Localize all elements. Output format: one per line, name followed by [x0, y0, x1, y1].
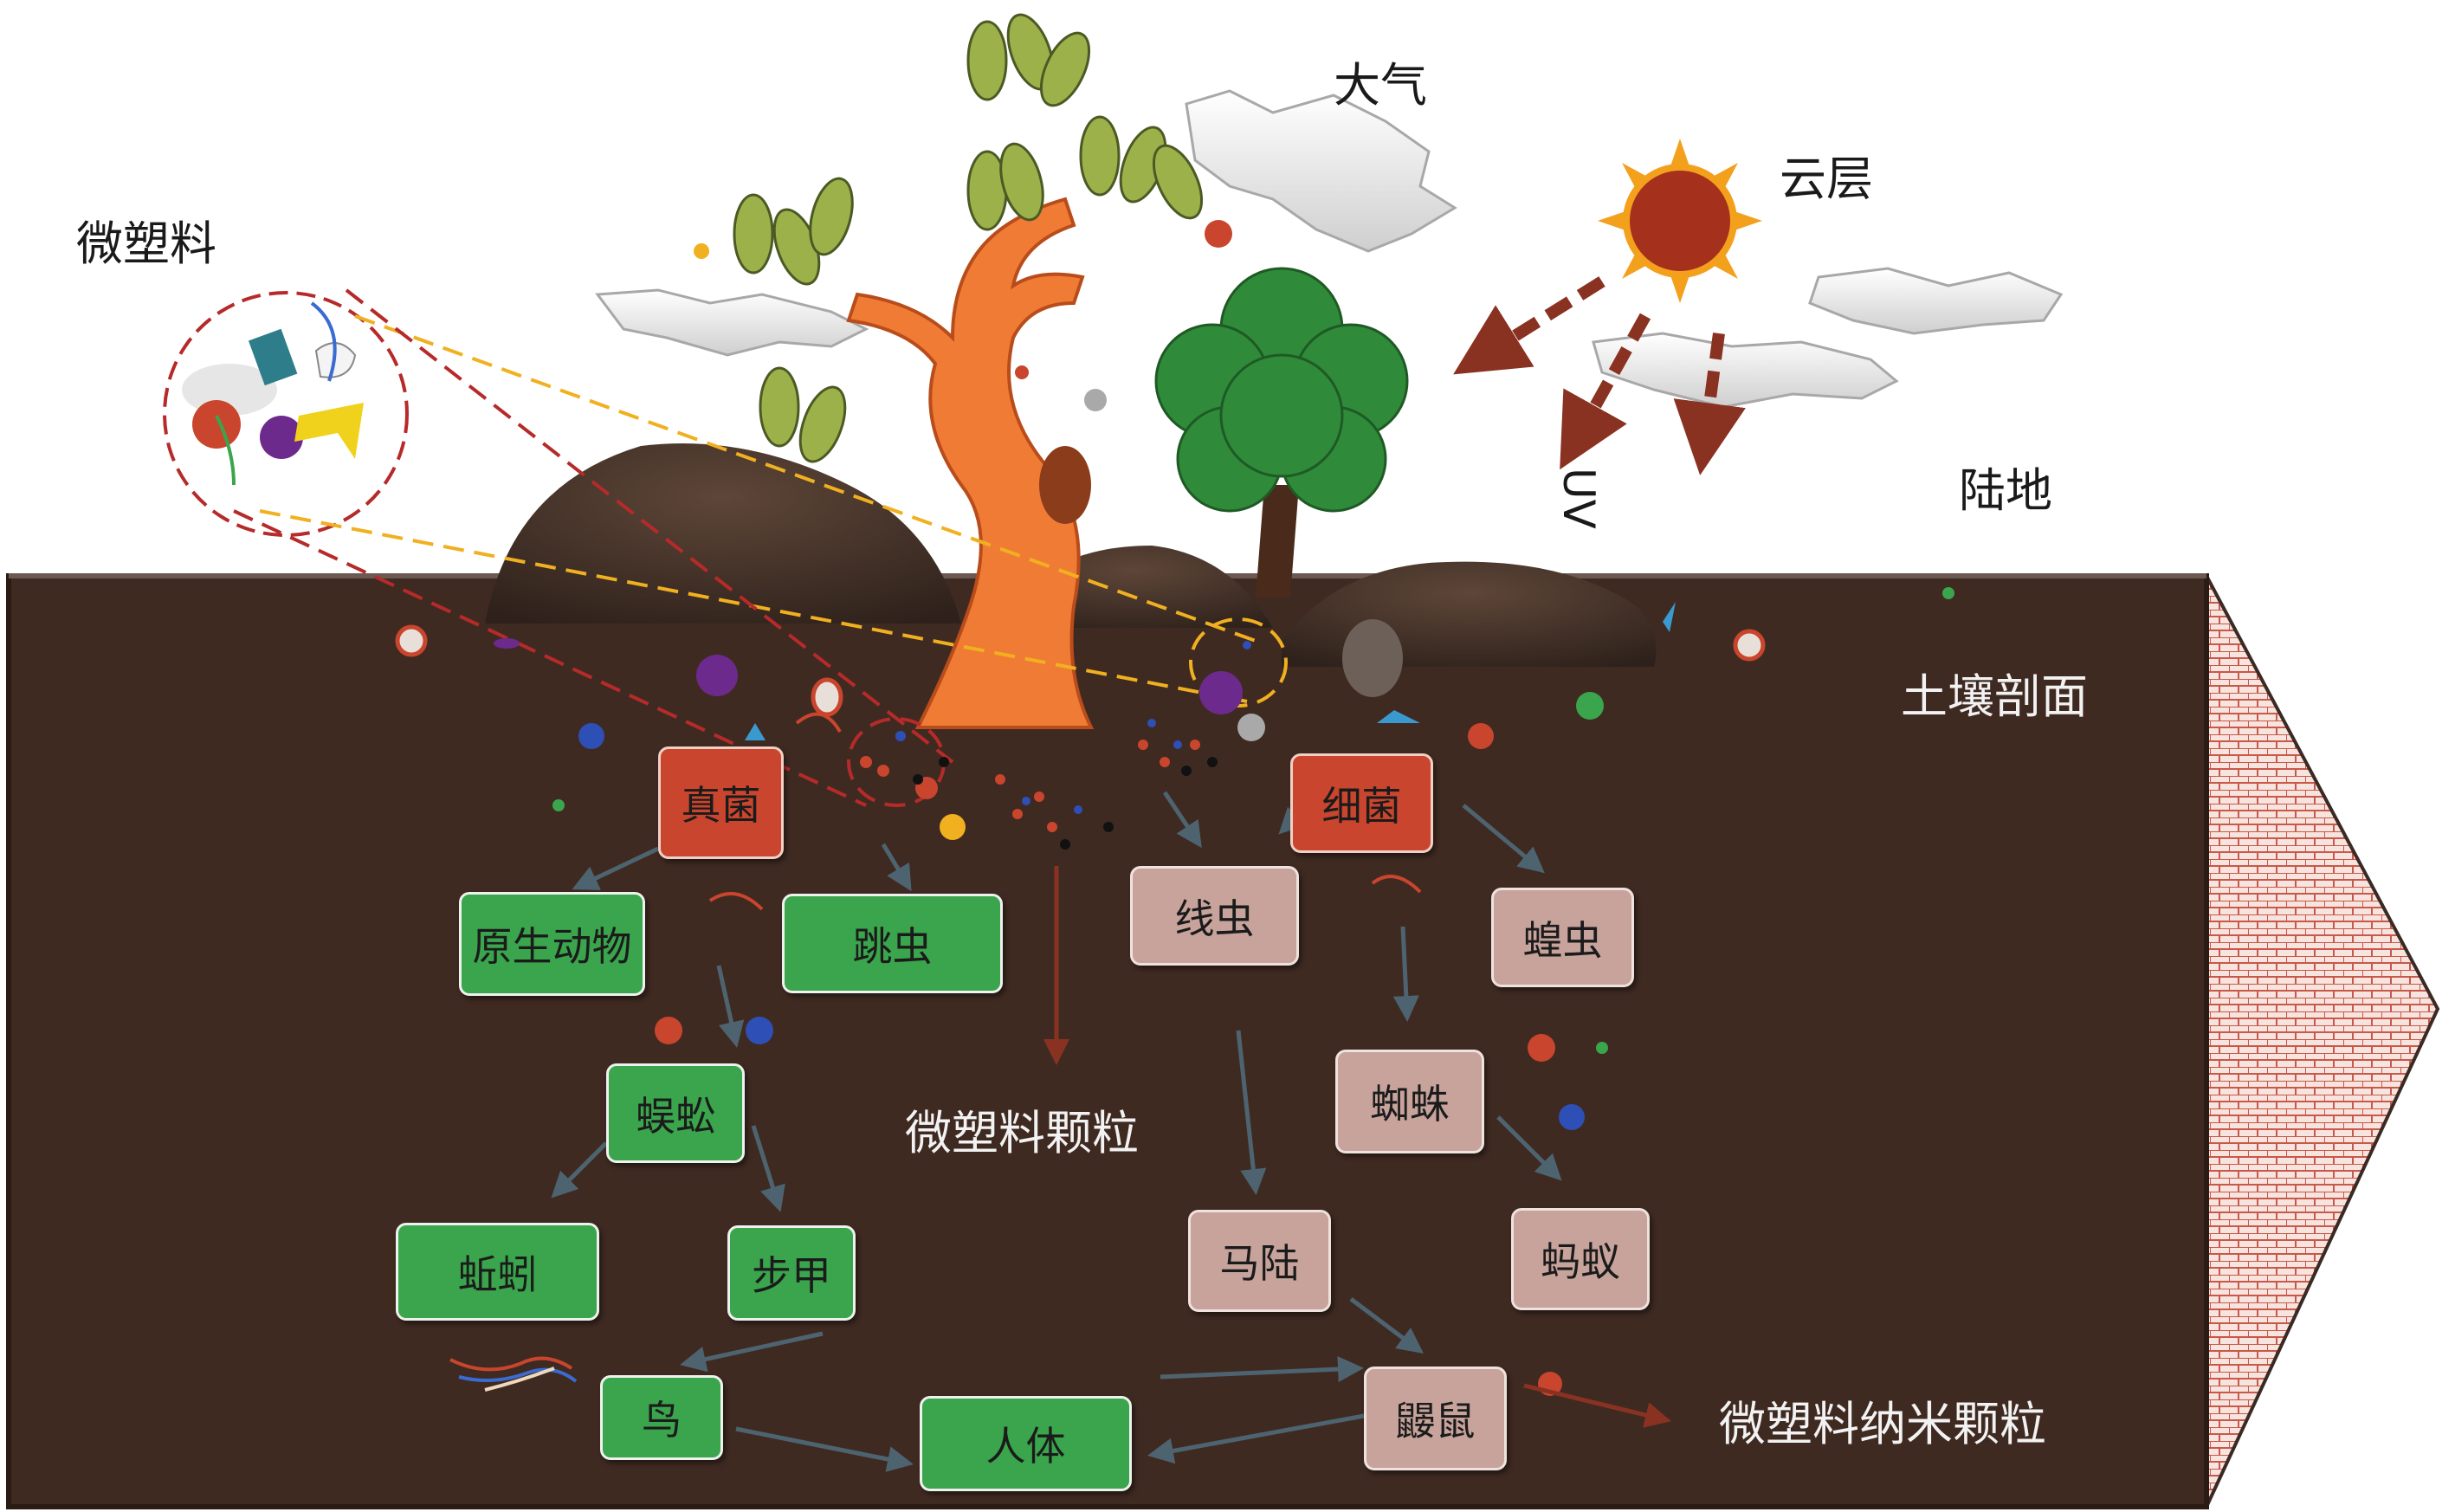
node-fungi: 真菌 — [658, 746, 784, 859]
sun-icon — [1598, 139, 1762, 303]
soil-profile-label: 土壤剖面 — [1901, 669, 2088, 724]
atmosphere-label: 大气 — [1334, 58, 1427, 113]
node-protozoa: 原生动物 — [459, 892, 645, 996]
node-nematode: 线虫 — [1130, 866, 1299, 966]
node-centipede: 蜈蚣 — [606, 1063, 745, 1163]
orange-tree — [733, 13, 1204, 729]
cloud-layer-label: 云层 — [1780, 152, 1873, 206]
node-earthworm: 蚯蚓 — [396, 1223, 599, 1321]
node-springtail: 跳虫 — [782, 894, 1003, 993]
soil-profile — [6, 573, 2440, 1509]
clouds — [595, 89, 2064, 409]
node-human: 人体 — [920, 1396, 1132, 1491]
uv-rays — [1453, 276, 1746, 475]
node-millipede: 马陆 — [1188, 1210, 1331, 1312]
microplastic-particles-label: 微塑料颗粒 — [905, 1106, 1139, 1160]
node-spider: 蜘蛛 — [1335, 1050, 1484, 1153]
land-label: 陆地 — [1959, 463, 2052, 518]
microplastic-inset — [163, 291, 409, 537]
node-carabid: 步甲 — [727, 1225, 856, 1321]
node-mole: 鼹鼠 — [1364, 1367, 1507, 1470]
particle-flow-arrows — [1043, 866, 1671, 1428]
node-locust: 蝗虫 — [1491, 888, 1634, 987]
node-ant: 蚂蚁 — [1511, 1208, 1650, 1310]
microplastic-nanoparticles-label: 微塑料纳米颗粒 — [1719, 1397, 2046, 1451]
green-tree — [1154, 267, 1409, 598]
microplastic-label: 微塑料 — [76, 216, 216, 271]
uv-label: UV — [1554, 468, 1604, 529]
node-bird: 鸟 — [600, 1375, 723, 1460]
node-bacteria: 细菌 — [1290, 753, 1433, 853]
